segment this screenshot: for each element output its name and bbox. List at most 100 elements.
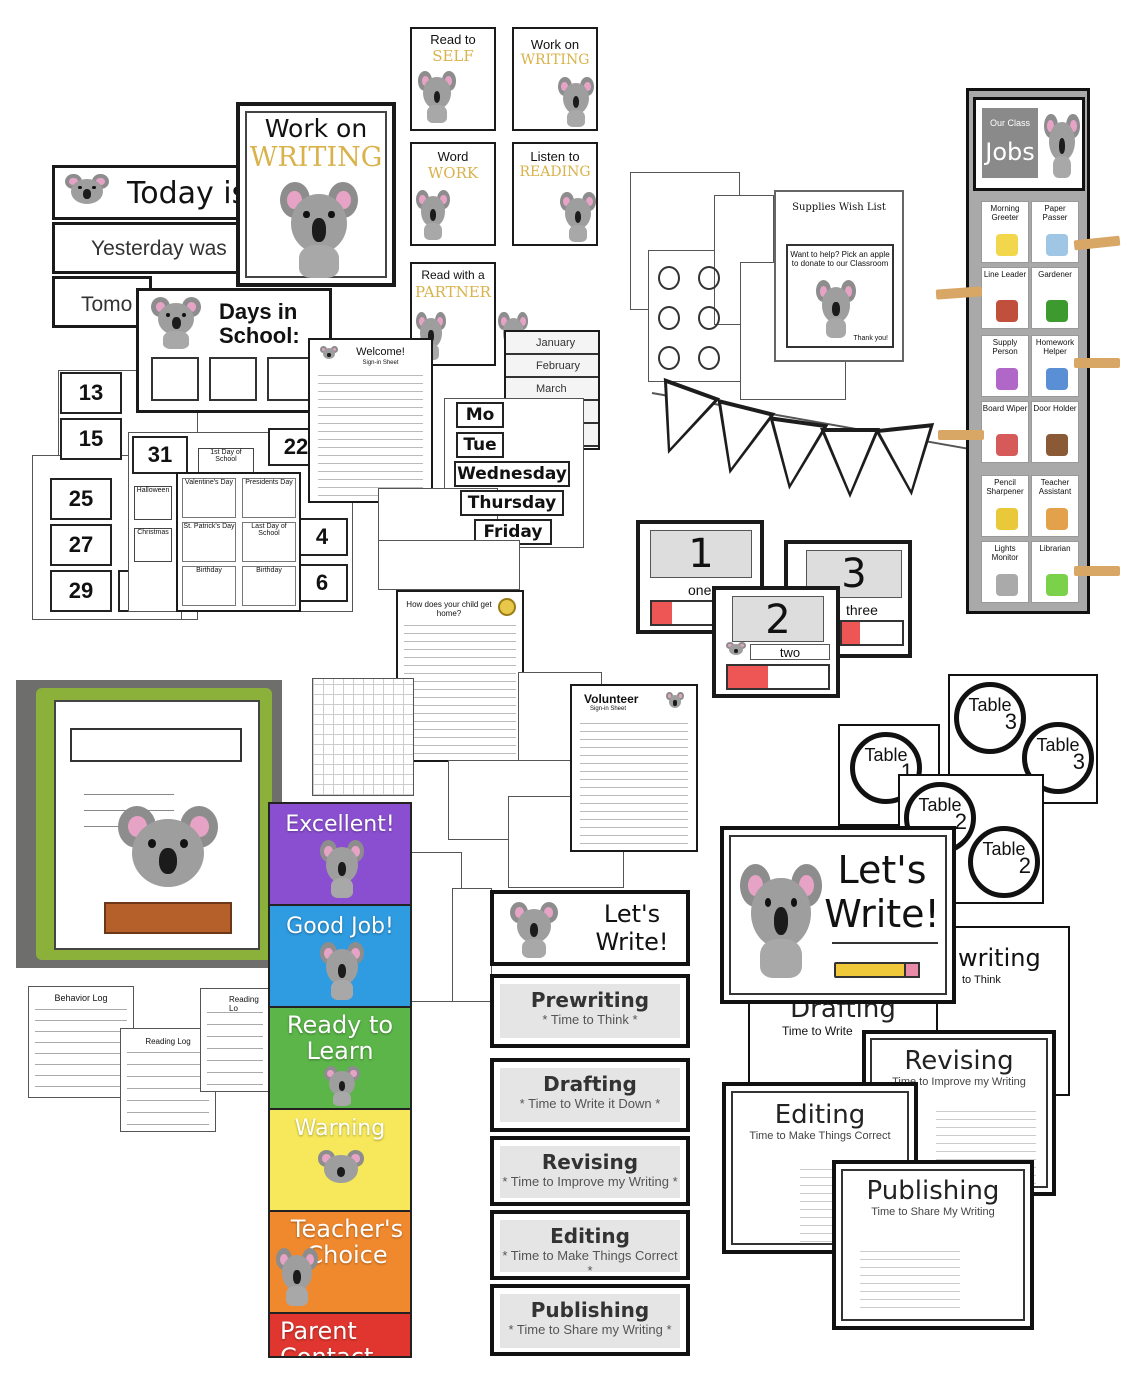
job-label: Door Holder: [1033, 404, 1077, 413]
number-card: 4: [296, 518, 348, 556]
behavior-log-sheet: Behavior Log: [28, 986, 134, 1098]
job-label: Homework Helper: [1035, 338, 1075, 356]
behavior-level: Teacher's Choice: [270, 1212, 410, 1314]
job-label: Librarian: [1039, 544, 1071, 553]
sun-icon: [996, 234, 1018, 256]
writing-step-title: Editing: [550, 1224, 630, 1248]
behavior-level-label: Excellent!: [285, 812, 395, 837]
job-label: Board Wiper: [982, 404, 1028, 413]
paper-icon: [1046, 234, 1068, 256]
table-number: 2: [1018, 853, 1031, 878]
tomorrow-card: Tomo: [52, 276, 152, 328]
apple-grid: [654, 262, 740, 372]
binder-name-line: [84, 826, 144, 827]
lets-write-title-line2: Write!: [824, 892, 940, 936]
clothespin-icon: [938, 430, 984, 440]
ones-box: [151, 357, 199, 401]
dismissal-lines: [404, 618, 516, 754]
publishing-notes: [860, 1248, 960, 1308]
tomorrow-label: Tomo: [81, 293, 133, 316]
koala-icon: [1044, 114, 1080, 178]
revising-title: Revising: [904, 1046, 1014, 1076]
log-grid: [35, 1007, 127, 1087]
log-grid: [207, 1011, 263, 1085]
number-card: 13: [60, 372, 122, 414]
days-title-line2: School:: [219, 323, 300, 348]
writing-step-card: Drafting * Time to Write it Down *: [490, 1058, 690, 1132]
koala-icon: [65, 174, 109, 214]
table-number: 2: [954, 809, 967, 834]
writing-step-subtitle: * Time to Improve my Writing *: [502, 1174, 678, 1189]
writing-step-subtitle: * Time to Think *: [542, 1012, 638, 1027]
supplies-wish-list: Supplies Wish List Want to help? Pick an…: [774, 190, 904, 362]
welcome-subtitle: Sign-in Sheet: [362, 360, 399, 366]
ten-frame-word-box: two: [750, 644, 830, 660]
card-subtitle: SELF: [432, 47, 474, 65]
daily-five-card: Work on WRITING: [512, 27, 598, 131]
behavior-log-title: Behavior Log: [54, 993, 108, 1003]
ten-frame-grid: [840, 620, 904, 646]
special-day-label: Last Day of School: [242, 522, 296, 562]
koala-icon: [418, 71, 456, 123]
jobs-header: Our Class Jobs: [973, 97, 1085, 191]
poster-line2: WRITING: [249, 142, 383, 173]
title-underline: [832, 942, 938, 944]
behavior-level-label: Good Job!: [286, 914, 394, 939]
koala-icon: [320, 346, 338, 364]
writing-step-title: Drafting: [543, 1072, 637, 1096]
writing-step-card: Publishing * Time to Share my Writing *: [490, 1284, 690, 1356]
desk: [104, 902, 232, 934]
koala-apple-icon: [816, 280, 856, 338]
job-card: Supply Person: [981, 335, 1029, 397]
job-card: Morning Greeter: [981, 201, 1029, 263]
apple-icon: [658, 306, 680, 330]
table-label: Table: [968, 695, 1012, 715]
signin-lines: [318, 368, 423, 496]
koala-icon: [318, 1150, 364, 1194]
card-subtitle: WORK: [427, 164, 479, 182]
pencil-icon: [996, 508, 1018, 530]
drafting-subtitle: Time to Write: [782, 1024, 853, 1038]
editing-title: Editing: [774, 1100, 866, 1130]
ten-frame-card: 3 three: [784, 540, 912, 658]
lets-write-poster: Let's Write!: [720, 826, 956, 1004]
table-label: Table: [864, 745, 908, 765]
today-label: Today is: [127, 176, 248, 211]
class-jobs-board: Our Class Jobs Morning Greeter Paper Pas…: [966, 88, 1090, 614]
writing-step-card: Revising * Time to Improve my Writing *: [490, 1136, 690, 1206]
daily-five-card: Listen to READING: [512, 142, 598, 246]
log-grid: [127, 1051, 209, 1125]
ten-frame-grid: [726, 664, 830, 690]
word-grid-sheet: [312, 678, 414, 796]
behavior-clip-chart: Excellent! Good Job! Ready to Learn Warn…: [268, 802, 412, 1358]
jobs-title-box: Our Class Jobs: [982, 108, 1038, 178]
month-item: January: [506, 332, 598, 355]
banner-flag: l: [759, 416, 829, 494]
writing-step-inner: Revising * Time to Improve my Writing *: [500, 1146, 680, 1198]
apple-icon: [698, 266, 720, 290]
writing-step-subtitle: * Time to Write it Down *: [519, 1096, 661, 1111]
card-subtitle: READING: [519, 164, 591, 180]
publishing-title: Publishing: [866, 1176, 1000, 1206]
tens-box: [209, 357, 257, 401]
writing-step-inner: Prewriting * Time to Think *: [500, 984, 680, 1038]
job-card: Lights Monitor: [981, 541, 1029, 603]
lets-write-line2: Write!: [595, 928, 669, 956]
job-label: Gardener: [1038, 270, 1072, 279]
editing-subtitle: Time to Make Things Correct: [749, 1130, 891, 1142]
koala-icon: [726, 642, 746, 660]
number-card: 29: [50, 570, 112, 612]
job-label: Supply Person: [992, 338, 1018, 356]
writing-step-title: Publishing: [530, 1298, 650, 1322]
reading-log-title: Reading Log: [145, 1037, 191, 1046]
days-in-school-card: Days in School:: [136, 288, 332, 413]
special-day-label: Halloween: [134, 486, 172, 520]
behavior-level-label: Parent Contact: [280, 1317, 373, 1356]
job-card: Door Holder: [1031, 401, 1079, 463]
work-on-writing-poster: Work on WRITING: [236, 102, 396, 287]
card-subtitle: WRITING: [520, 52, 590, 68]
koala-icon: [320, 840, 364, 898]
wish-list-thanks: Thank you!: [853, 335, 888, 342]
card-title: Word: [437, 149, 469, 164]
behavior-level: Ready to Learn: [270, 1008, 410, 1110]
